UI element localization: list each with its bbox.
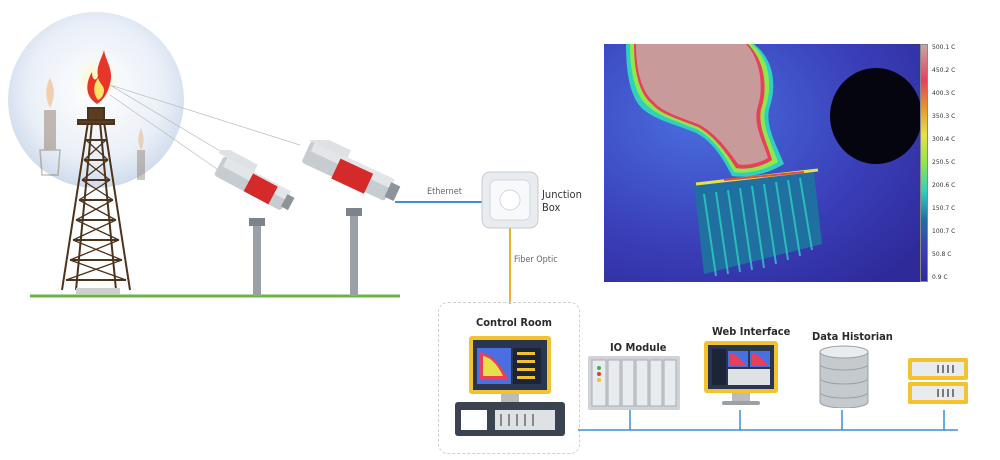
data-historian-label: Data Historian xyxy=(812,330,893,343)
network-bus xyxy=(578,410,958,431)
thermal-image xyxy=(604,44,920,282)
colorbar-tick-label: 100.7 C xyxy=(932,228,956,235)
junction-box-label-line2: Box xyxy=(542,201,561,214)
colorbar-tick-label: 50.8 C xyxy=(932,251,952,258)
ethernet-line xyxy=(395,201,483,203)
thermal-plume xyxy=(626,44,784,177)
database-icon xyxy=(819,345,869,408)
thermal-equipment xyxy=(694,168,822,277)
colorbar-tick-label: 250.5 C xyxy=(932,159,956,166)
control-room-label: Control Room xyxy=(476,316,552,329)
colorbar-tick-label: 150.7 C xyxy=(932,205,956,212)
colorbar-tick-label: 400.3 C xyxy=(932,90,956,97)
distant-stack xyxy=(39,78,61,176)
colorbar-tick-label: 500.1 C xyxy=(932,44,956,51)
junction-box-icon xyxy=(481,171,539,229)
flare-tower xyxy=(61,107,131,291)
thermal-camera-2 xyxy=(301,140,401,296)
fiber-optic-line xyxy=(509,228,511,304)
io-module-icon xyxy=(588,356,680,410)
junction-box-label-line1: Junction xyxy=(542,188,582,201)
io-module-label: IO Module xyxy=(610,341,667,354)
control-room-workstation-icon xyxy=(455,336,565,436)
colorbar-tick-label: 200.6 C xyxy=(932,182,956,189)
colorbar-tick-label: 450.2 C xyxy=(932,67,956,74)
control-room-panel xyxy=(438,302,580,454)
server-icon xyxy=(908,358,968,404)
web-interface-monitor-icon xyxy=(704,341,778,405)
colorbar-gradient xyxy=(920,44,928,282)
thermal-camera-1 xyxy=(214,150,295,296)
ground-strip xyxy=(195,294,400,298)
colorbar-tick-label: 350.3 C xyxy=(932,113,956,120)
web-interface-label: Web Interface xyxy=(712,325,791,338)
view-lines xyxy=(109,84,301,179)
colorbar: 500.1 C 450.2 C 400.3 C 350.3 C 300.4 C 250.5… xyxy=(920,44,996,282)
tower-base xyxy=(76,288,120,294)
flame-icon xyxy=(87,50,112,104)
colorbar-tick-label: 300.4 C xyxy=(932,136,956,143)
fiber-optic-label: Fiber Optic xyxy=(514,255,558,265)
ethernet-label: Ethernet xyxy=(427,187,462,197)
flare-stack-scene xyxy=(8,12,200,298)
junction-box-label: Junction Box xyxy=(542,188,582,214)
distant-stack-2 xyxy=(137,128,145,180)
colorbar-tick-label: 0.9 C xyxy=(932,274,948,281)
